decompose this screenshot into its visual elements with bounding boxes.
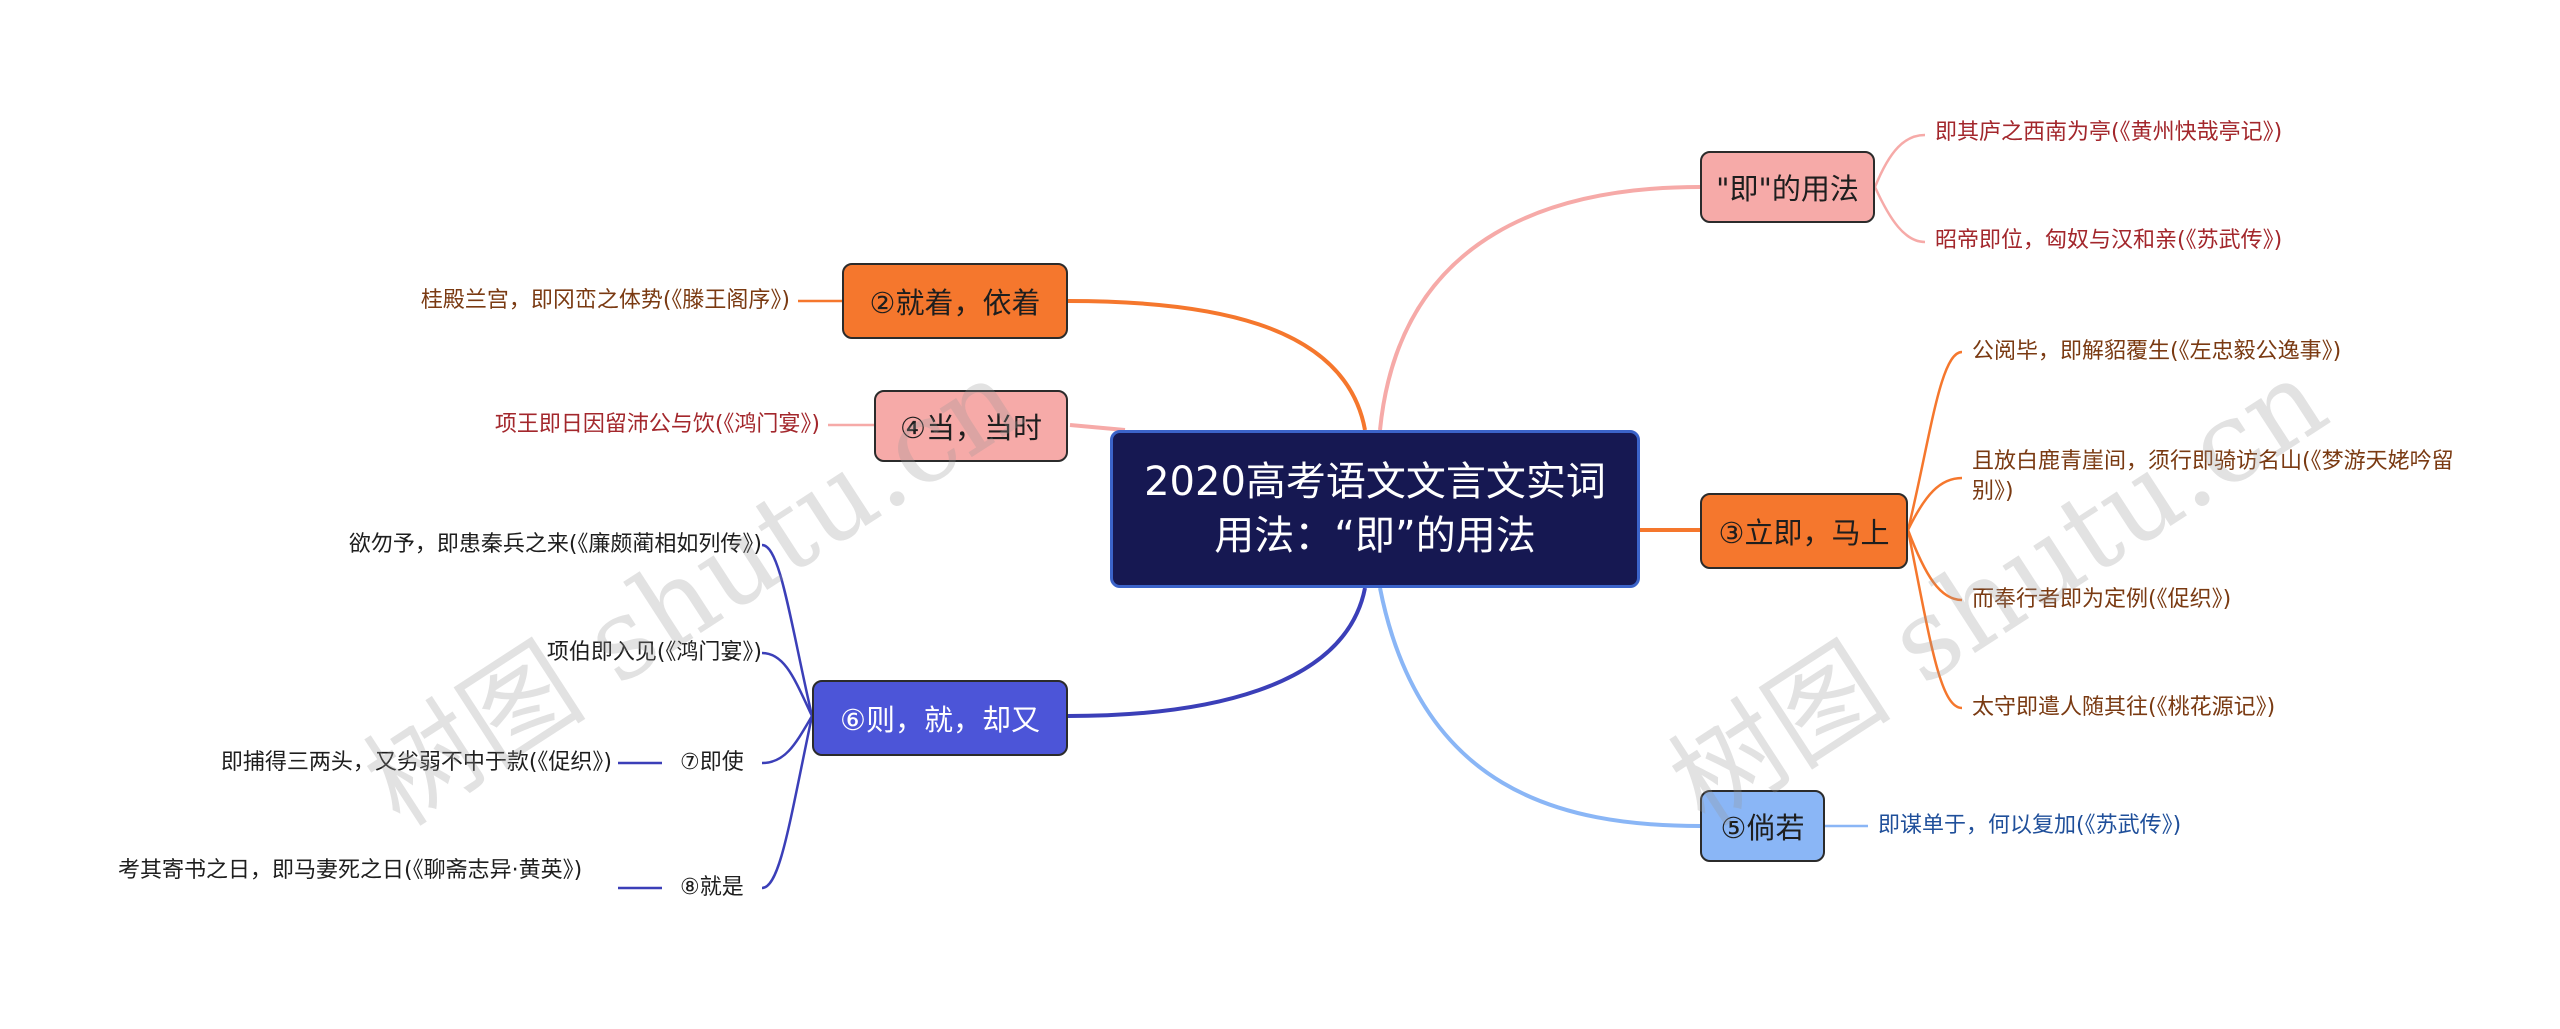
leaf-text: 即其庐之西南为亭(《黄州快哉亭记》) xyxy=(1935,120,2283,145)
branch-node-immediately[interactable]: ③立即，马上 xyxy=(1700,493,1908,569)
branch-label: ⑤倘若 xyxy=(1720,811,1805,845)
branch-label: ⑥则，就，却又 xyxy=(840,703,1040,737)
branch-label: ④当，当时 xyxy=(900,411,1042,445)
branch-node-if[interactable]: ⑤倘若 xyxy=(1700,790,1825,862)
leaf-text: 桂殿兰宫，即冈峦之体势(《滕王阁序》) xyxy=(420,288,790,313)
branch-label: ②就着，依着 xyxy=(869,286,1041,320)
link-b3-leaf2 xyxy=(1906,476,1963,531)
link-b3-leaf3 xyxy=(1906,529,1963,602)
link-root-b1 xyxy=(1378,185,1701,431)
link-b6-leaf2 xyxy=(761,651,814,717)
leaf-text: 太守即遣人随其往(《桃花源记》) xyxy=(1972,695,2276,720)
link-root-b5 xyxy=(1378,587,1701,828)
leaf-text: 考其寄书之日，即马妻死之日(《聊斋志异·黄英》) xyxy=(118,858,583,883)
leaf-text: 即谋单于，何以复加(《苏武传》) xyxy=(1878,813,2182,838)
leaf-text: 昭帝即位，匈奴与汉和亲(《苏武传》) xyxy=(1935,228,2283,253)
root-title: 2020高考语文文言文实词用法：“即”的用法 xyxy=(1144,459,1606,559)
link-b1-leaf2 xyxy=(1873,186,1926,244)
link-root-b2 xyxy=(1067,299,1367,431)
leaf-text: 即捕得三两头，又劣弱不中于款(《促织》) xyxy=(220,750,612,775)
branch-node-then[interactable]: ⑥则，就，却又 xyxy=(812,680,1068,756)
leaf-text: 且放白鹿青崖间，须行即骑访名山(《梦游天姥吟留别》) xyxy=(1972,449,2454,504)
root-node[interactable]: 2020高考语文文言文实词用法：“即”的用法 xyxy=(1110,430,1640,588)
link-b3-leaf1 xyxy=(1906,350,1963,531)
branch-node-follow[interactable]: ②就着，依着 xyxy=(842,263,1068,339)
sub-branch-even-if[interactable]: ⑦即使 xyxy=(680,750,744,775)
branch-label: ③立即，马上 xyxy=(1718,516,1890,550)
branch-label: "即"的用法 xyxy=(1716,172,1859,206)
link-root-b6 xyxy=(1067,587,1367,718)
link-root-b4 xyxy=(1069,423,1126,432)
leaf-text: 项伯即入见(《鸿门宴》) xyxy=(546,640,762,665)
link-b6-leaf1 xyxy=(761,543,814,717)
leaf-text: 而奉行者即为定例(《促织》) xyxy=(1972,587,2232,612)
leaf-text: 公阅毕，即解貂覆生(《左忠毅公逸事》) xyxy=(1972,339,2342,364)
link-b3-leaf4 xyxy=(1906,529,1963,710)
link-b1-leaf1 xyxy=(1873,133,1926,188)
branch-node-at-that-time[interactable]: ④当，当时 xyxy=(874,390,1068,462)
leaf-text: 欲勿予，即患秦兵之来(《廉颇蔺相如列传》) xyxy=(348,532,762,557)
link-b6-sub2 xyxy=(761,715,814,890)
link-b6-sub1 xyxy=(761,715,814,765)
leaf-text: 项王即日因留沛公与饮(《鸿门宴》) xyxy=(494,412,820,437)
branch-node-usage[interactable]: "即"的用法 xyxy=(1700,151,1875,223)
sub-branch-is[interactable]: ⑧就是 xyxy=(680,875,744,900)
